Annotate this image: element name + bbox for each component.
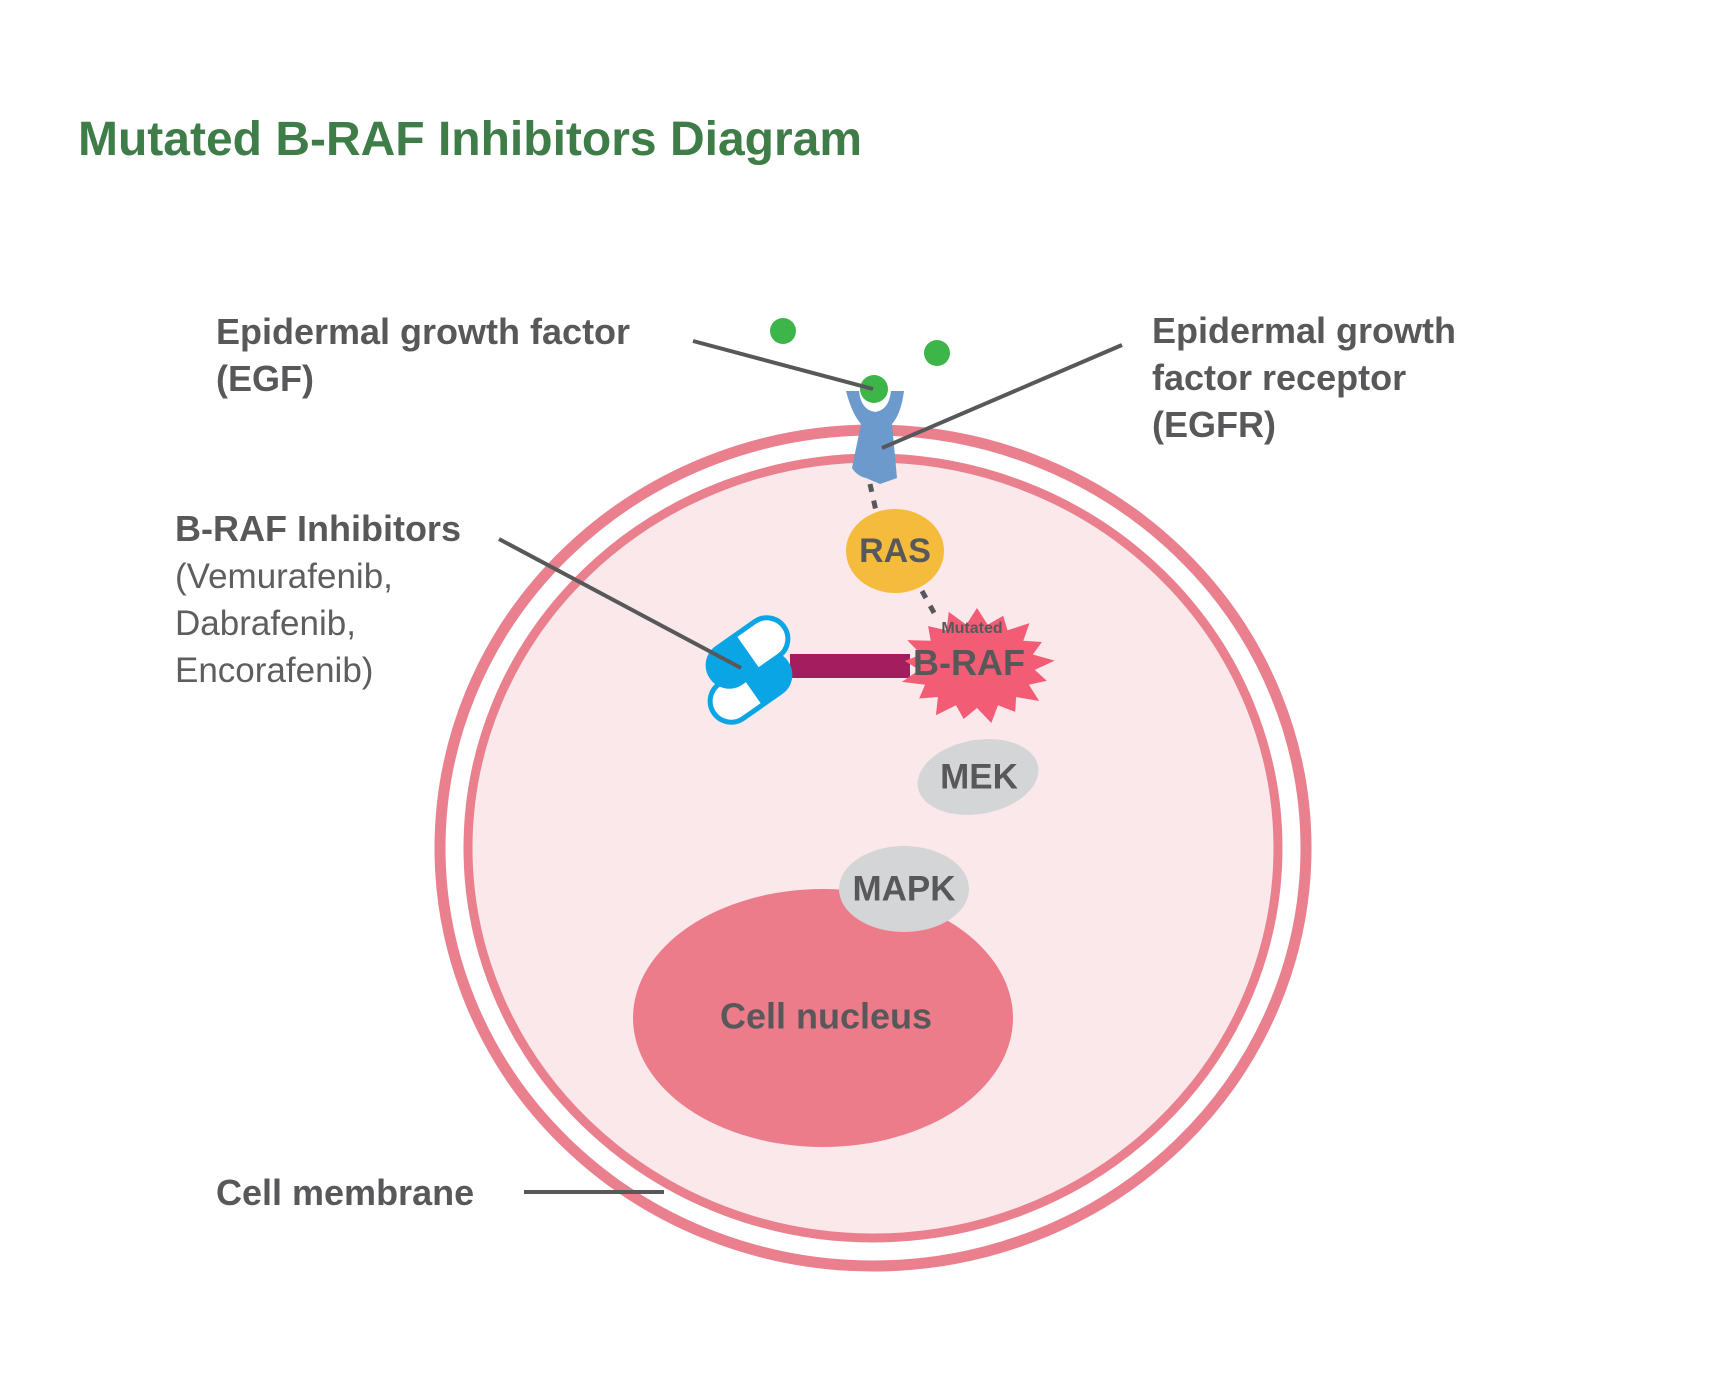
ras-label: RAS	[859, 532, 931, 570]
inhibitors-heading: B-RAF Inhibitors	[175, 508, 461, 549]
receptor-icon	[846, 375, 904, 484]
ras-shape	[846, 509, 944, 593]
inhibitor-drug: Dabrafenib,	[175, 604, 356, 643]
mek-label: MEK	[940, 757, 1018, 796]
cell-nucleus: Cell nucleus	[633, 889, 1013, 1147]
braf-mutated-label: Mutated	[941, 620, 1002, 637]
pill-capsule-icon	[705, 615, 793, 725]
braf-shape	[902, 608, 1055, 723]
mek-shape	[917, 739, 1039, 815]
egfr-label-line: factor receptor	[1152, 357, 1406, 398]
receptor-ras-link	[867, 483, 879, 512]
mapk-label: MAPK	[852, 869, 955, 908]
mek-node: MEK	[917, 739, 1039, 815]
inhibitor-leader-line	[498, 537, 742, 670]
receptor-shape	[846, 391, 904, 484]
diagram-title: Mutated B-RAF Inhibitors Diagram	[78, 113, 862, 166]
egf-ligands	[770, 318, 950, 366]
nucleus-shape	[633, 889, 1013, 1147]
egf-dot-icon	[860, 375, 888, 403]
egf-dot-icon	[770, 318, 796, 344]
braf-label: B-RAF	[913, 642, 1025, 683]
egf-dot-icon	[924, 340, 950, 366]
mapk-shape	[839, 846, 969, 932]
inhibitors-drug-list: (Vemurafenib, Dabrafenib, Encorafenib)	[175, 557, 403, 690]
mapk-node: MAPK	[839, 846, 969, 932]
egf-label: Epidermal growth factor (EGF)	[216, 311, 640, 399]
inhibitor-drug: Encorafenib)	[175, 651, 373, 690]
ras-braf-link	[919, 589, 941, 622]
egfr-leader-line	[881, 343, 1123, 450]
egfr-label-line: Epidermal growth	[1152, 310, 1456, 351]
inhibitor-bar	[790, 654, 910, 678]
egfr-label: Epidermal growth factor receptor (EGFR)	[1152, 310, 1466, 445]
braf-node: Mutated B-RAF	[902, 608, 1055, 723]
nucleus-label: Cell nucleus	[720, 996, 932, 1037]
egf-label-line: (EGF)	[216, 358, 314, 399]
cell-membrane-label: Cell membrane	[216, 1172, 474, 1213]
egfr-label-line: (EGFR)	[1152, 404, 1276, 445]
egf-leader-line	[692, 339, 874, 391]
egf-label-line: Epidermal growth factor	[216, 311, 630, 352]
inhibitor-drug: (Vemurafenib,	[175, 557, 393, 596]
ras-node: RAS	[846, 509, 944, 593]
